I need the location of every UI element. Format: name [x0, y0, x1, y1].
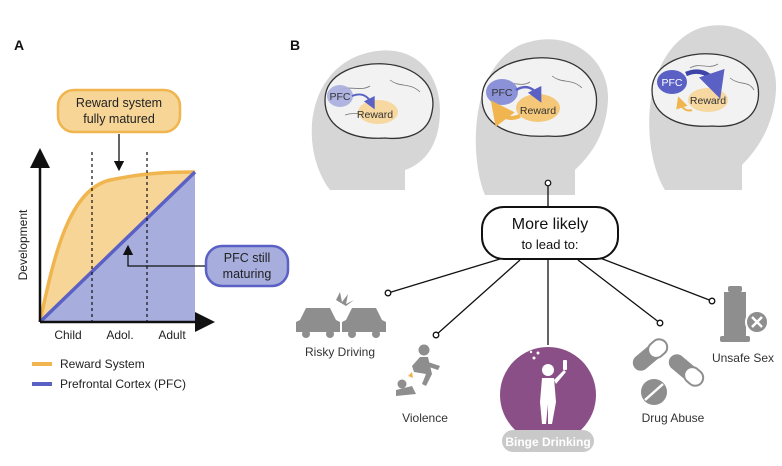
pills-icon	[632, 338, 705, 405]
outcome-risky-driving: Risky Driving	[305, 345, 375, 359]
unsafe-sex-item: Unsafe Sex	[712, 286, 774, 365]
pfc-line	[38, 170, 197, 324]
brain1-pfc: PFC	[330, 91, 351, 103]
risky-driving-item: Risky Driving	[296, 292, 386, 359]
center-line2: to lead to:	[521, 237, 578, 252]
brain2-pfc: PFC	[492, 87, 513, 99]
y-axis-label: Development	[16, 209, 30, 280]
pfc-callout-line1: PFC still	[224, 251, 271, 265]
outcome-drug-abuse: Drug Abuse	[642, 411, 705, 425]
outcome-unsafe-sex: Unsafe Sex	[712, 351, 774, 365]
pfc-callout: PFC still maturing	[122, 244, 290, 288]
connector-dot	[544, 179, 552, 187]
head-adult: PFC Reward	[649, 25, 777, 191]
x-tick-child: Child	[54, 328, 81, 342]
brain3-reward: Reward	[690, 95, 726, 107]
panel-b-label: B	[290, 37, 300, 53]
head-child: PFC Reward	[311, 50, 440, 190]
pfc-region	[327, 85, 353, 107]
reward-callout: Reward system fully matured	[56, 88, 182, 172]
violence-icon	[396, 344, 440, 396]
legend-reward: Reward System	[60, 357, 145, 371]
brain3-pfc: PFC	[662, 77, 683, 89]
development-chart: Development Child Adol. Adult	[16, 148, 215, 342]
more-likely-box: More likely to lead to:	[481, 206, 619, 260]
panel-a-label: A	[14, 37, 24, 53]
outcome-violence: Violence	[402, 411, 448, 425]
center-line1: More likely	[512, 216, 588, 233]
condom-icon	[720, 286, 769, 342]
legend: Reward System Prefrontal Cortex (PFC)	[32, 357, 186, 391]
x-tick-adult: Adult	[158, 328, 186, 342]
brain1-reward: Reward	[357, 109, 393, 121]
violence-item: Violence	[396, 344, 448, 425]
reward-curve	[38, 170, 196, 323]
drug-abuse-item: Drug Abuse	[632, 338, 705, 425]
head-adolescent: PFC Reward	[475, 39, 609, 196]
x-tick-adol: Adol.	[106, 328, 133, 342]
pfc-region	[486, 79, 518, 105]
binge-label-pill	[502, 430, 594, 452]
binge-drinking-item: Binge Drinking	[500, 347, 596, 452]
drinking-person-icon	[529, 350, 567, 424]
pfc-region	[657, 70, 687, 94]
legend-pfc: Prefrontal Cortex (PFC)	[60, 377, 186, 391]
pfc-callout-line2: maturing	[223, 267, 272, 281]
outcome-binge-drinking: Binge Drinking	[505, 435, 590, 449]
outcome-connectors	[384, 257, 716, 345]
reward-callout-line2: fully matured	[83, 112, 155, 126]
reward-callout-line1: Reward system	[76, 96, 162, 110]
car-crash-icon	[296, 292, 386, 338]
reward-region	[516, 94, 560, 122]
brain2-reward: Reward	[520, 105, 556, 117]
